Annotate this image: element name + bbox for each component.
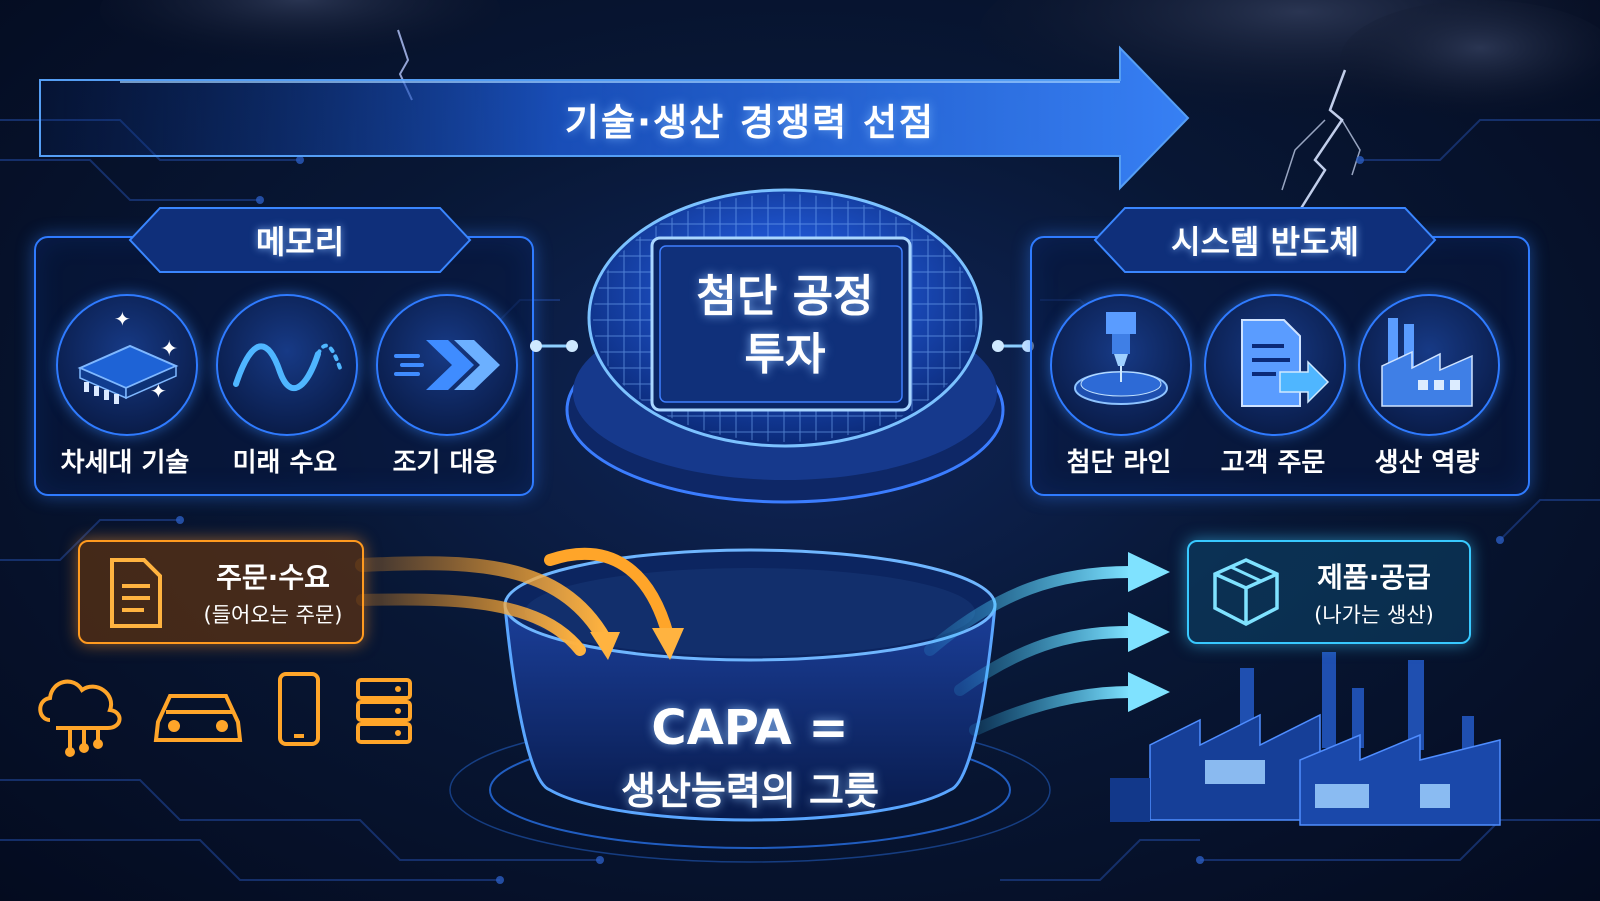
memory-panel-title: 메모리: [255, 223, 345, 261]
factory-icon: [1381, 318, 1473, 407]
document-arrow-icon: [1241, 319, 1330, 407]
cloud-network-icon: [38, 679, 122, 757]
order-subtitle: (들어오는 주문): [203, 603, 343, 627]
customer-order-label: 고객 주문: [1220, 448, 1326, 478]
trend-wave-icon: [233, 343, 342, 392]
order-title: 주문·수요: [216, 561, 330, 594]
production-capacity-circle: [1358, 294, 1500, 436]
center-line1: 첨단 공정: [696, 271, 874, 322]
storm-cloud-left: [100, 0, 500, 65]
lightning-right: [1298, 69, 1347, 211]
future-demand-label: 미래 수요: [232, 448, 338, 478]
svg-text:✦: ✦: [150, 379, 167, 403]
capa-subtitle: 생산능력의 그릇: [621, 769, 879, 813]
advanced-line-circle: [1050, 294, 1192, 436]
center-line2: 투자: [744, 329, 826, 380]
system-panel-title: 시스템 반도체: [1171, 223, 1359, 261]
fast-forward-icon: [394, 340, 500, 390]
product-title: 제품·공급: [1317, 561, 1431, 594]
product-supply-box: 제품·공급 (나가는 생산): [1187, 540, 1471, 644]
car-icon: [153, 694, 243, 742]
production-capacity-label: 생산 역량: [1374, 448, 1480, 478]
early-response-label: 조기 대응: [392, 448, 498, 478]
server-icon: [356, 678, 412, 744]
package-box-icon: [1213, 558, 1279, 626]
smartphone-icon: [278, 672, 320, 746]
incoming-order-arrows: [355, 547, 684, 660]
next-gen-tech-label: 차세대 기술: [60, 448, 190, 478]
document-icon: [110, 558, 162, 628]
chip-icon: ✦ ✦ ✦: [77, 307, 179, 404]
advanced-line-label: 첨단 라인: [1066, 448, 1172, 478]
future-demand-circle: [216, 294, 358, 436]
order-demand-box: 주문·수요 (들어오는 주문): [78, 540, 364, 644]
capa-title: CAPA =: [651, 700, 849, 756]
svg-text:✦: ✦: [160, 337, 178, 362]
next-gen-tech-circle: ✦ ✦ ✦: [56, 294, 198, 436]
advanced-process-investment: 첨단 공정 투자: [660, 268, 910, 384]
svg-text:✦: ✦: [114, 307, 131, 331]
early-response-circle: [376, 294, 518, 436]
lithography-machine-icon: [1074, 312, 1168, 405]
customer-order-circle: [1204, 294, 1346, 436]
factory-skyline: [1110, 652, 1501, 826]
outgoing-supply-arrows: [924, 552, 1170, 736]
banner-title: 기술·생산 경쟁력 선점: [564, 101, 936, 144]
product-subtitle: (나가는 생산): [1314, 603, 1434, 627]
